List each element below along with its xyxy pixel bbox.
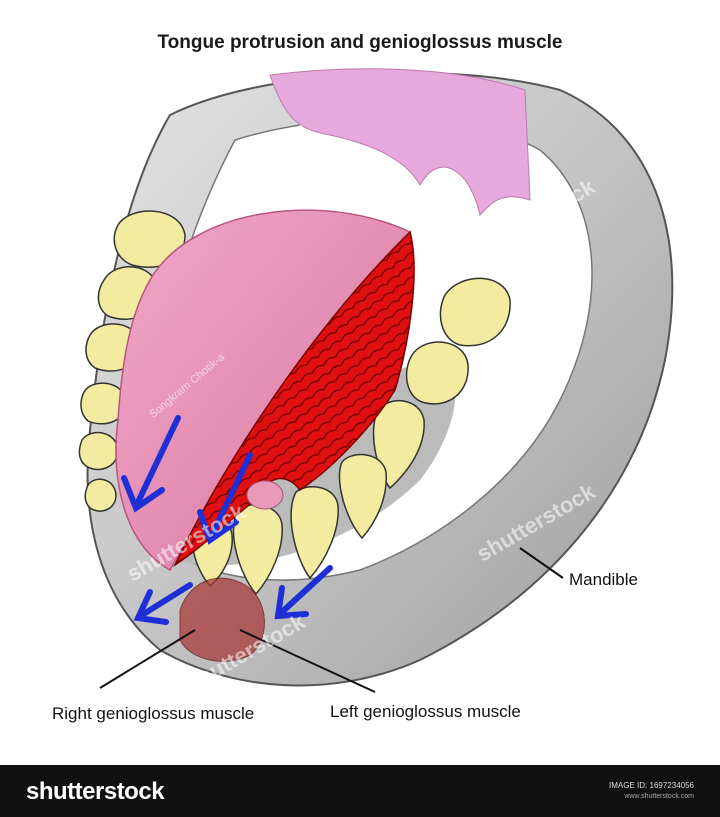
arrow-3 xyxy=(139,582,193,618)
label-right-genioglossus: Right genioglossus muscle xyxy=(52,704,255,723)
palate xyxy=(269,68,531,216)
genioglossus-bundle xyxy=(179,577,265,662)
arrow-1-head xyxy=(121,475,165,513)
arrow-4 xyxy=(279,565,333,615)
footer-image-id: IMAGE ID: 1697234056 xyxy=(609,781,694,790)
footer-url[interactable]: www.shutterstock.com xyxy=(624,793,694,800)
arrow-2 xyxy=(209,452,253,538)
mouth-illustration xyxy=(78,68,674,693)
leader-lines xyxy=(99,547,564,693)
label-left-genioglossus: Left genioglossus muscle xyxy=(330,702,521,721)
footer-bar: shutterstock IMAGE ID: 1697234056 www.sh… xyxy=(0,765,720,817)
arrow-4-head xyxy=(274,585,309,620)
arrow-2-head xyxy=(197,509,239,545)
protrusion-arrows xyxy=(121,415,333,625)
arrow-1 xyxy=(135,415,181,505)
arrow-3-head xyxy=(133,589,169,625)
label-mandible: Mandible xyxy=(569,570,638,589)
footer-logo[interactable]: shutterstock xyxy=(26,778,165,805)
diagram-title: Tongue protrusion and genioglossus muscl… xyxy=(157,32,563,53)
frenulum xyxy=(246,480,284,510)
